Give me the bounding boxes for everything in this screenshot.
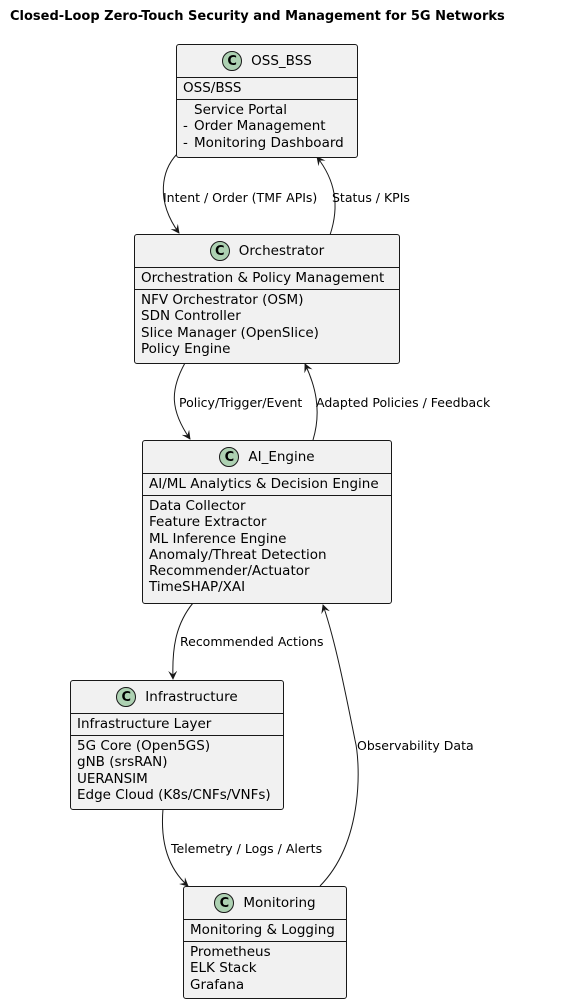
class-orchestrator[interactable]: C Orchestrator Orchestration & Policy Ma… — [134, 234, 400, 364]
edge-oss-to-orchestrator — [162, 153, 180, 234]
member: ML Inference Engine — [149, 530, 287, 547]
class-name: Infrastructure — [145, 689, 238, 705]
member: Prometheus — [190, 944, 271, 960]
member: Edge Cloud (K8s/CNFs/VNFs) — [77, 786, 271, 803]
member: gNB (srsRAN) — [77, 754, 168, 771]
class-header: C Monitoring — [184, 887, 346, 920]
class-circle-icon: C — [219, 447, 240, 467]
class-header: C Orchestrator — [135, 235, 399, 268]
class-ai-engine[interactable]: C AI_Engine AI/ML Analytics & Decision E… — [142, 440, 392, 604]
member: Slice Manager (OpenSlice) — [141, 324, 319, 341]
edge-label: Intent / Order (TMF APIs) — [163, 190, 318, 205]
edge-label: Adapted Policies / Feedback — [316, 395, 491, 410]
class-members: NFV Orchestrator (OSM) SDN Controller Sl… — [135, 290, 399, 359]
class-section-title: AI/ML Analytics & Decision Engine — [143, 474, 391, 496]
edge-label: Policy/Trigger/Event — [179, 395, 303, 410]
class-circle-icon: C — [214, 893, 235, 913]
class-circle-icon: C — [209, 241, 230, 261]
member: SDN Controller — [141, 308, 241, 325]
class-section-title: Orchestration & Policy Management — [135, 268, 399, 290]
edge-ai-to-orchestrator — [304, 363, 318, 441]
class-header: C OSS_BSS — [177, 45, 357, 78]
member: Recommender/Actuator — [149, 563, 310, 580]
member: Service Portal — [194, 102, 287, 118]
edge-label: Status / KPIs — [332, 190, 410, 205]
diagram-title: Closed-Loop Zero-Touch Security and Mana… — [10, 9, 505, 24]
class-header: C AI_Engine — [143, 441, 391, 474]
class-circle-icon: C — [116, 687, 137, 707]
member: 5G Core (Open5GS) — [77, 738, 211, 754]
edge-label: Telemetry / Logs / Alerts — [171, 841, 323, 856]
edge-infrastructure-to-monitoring — [161, 808, 189, 887]
member: Grafana — [190, 976, 245, 993]
class-monitoring[interactable]: C Monitoring Monitoring & Logging Promet… — [183, 886, 347, 999]
class-section-title: Infrastructure Layer — [71, 714, 283, 736]
class-section-title: OSS/BSS — [177, 78, 357, 100]
class-members: Prometheus ELK Stack Grafana — [184, 942, 346, 995]
edge-orchestrator-to-ai — [173, 362, 191, 440]
member: Data Collector — [149, 498, 246, 514]
member: Policy Engine — [141, 340, 231, 357]
member: -Monitoring Dashboard — [183, 134, 344, 151]
edge-orchestrator-to-oss — [316, 156, 336, 236]
class-header: C Infrastructure — [71, 681, 283, 714]
member: ELK Stack — [190, 960, 257, 977]
class-members: Data Collector Feature Extractor ML Infe… — [143, 496, 391, 598]
edge-ai-to-infrastructure — [168, 602, 194, 680]
class-section-title: Monitoring & Logging — [184, 920, 346, 942]
class-circle-icon: C — [222, 51, 243, 71]
edge-monitoring-to-ai — [319, 604, 359, 887]
member: -Order Management — [183, 118, 326, 135]
class-name: Monitoring — [243, 895, 316, 911]
member: NFV Orchestrator (OSM) — [141, 292, 304, 308]
class-members: Service Portal -Order Management -Monito… — [177, 100, 357, 153]
class-name: AI_Engine — [248, 449, 315, 465]
member: Anomaly/Threat Detection — [149, 546, 327, 563]
class-oss-bss[interactable]: C OSS_BSS OSS/BSS Service Portal -Order … — [176, 44, 358, 158]
class-name: Orchestrator — [238, 243, 325, 259]
class-members: 5G Core (Open5GS) gNB (srsRAN) UERANSIM … — [71, 736, 283, 805]
member: TimeSHAP/XAI — [149, 579, 246, 596]
member: UERANSIM — [77, 770, 148, 787]
class-name: OSS_BSS — [251, 53, 312, 69]
member: Feature Extractor — [149, 514, 267, 531]
edge-label: Recommended Actions — [180, 634, 324, 649]
class-infrastructure[interactable]: C Infrastructure Infrastructure Layer 5G… — [70, 680, 284, 810]
edge-label: Observability Data — [357, 738, 474, 753]
